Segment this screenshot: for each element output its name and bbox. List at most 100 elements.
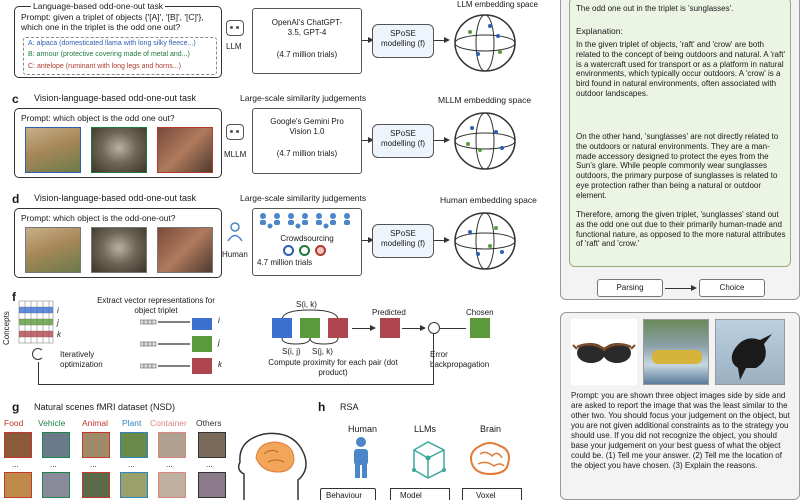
vector-extraction-diagram bbox=[140, 318, 212, 374]
rsa-agent-human: Human bbox=[348, 424, 378, 434]
panel-d-sim-header: Large-scale similarity judgements bbox=[240, 193, 367, 203]
category-others: Others bbox=[196, 418, 222, 428]
grid-ellipsis: ... bbox=[128, 460, 135, 469]
armour-image-2 bbox=[91, 227, 147, 273]
rsa-agent-brain: Brain bbox=[480, 424, 502, 434]
rsa-bracket-voxel bbox=[462, 488, 522, 500]
crowd-choice-dots bbox=[253, 244, 361, 258]
nsd-image bbox=[82, 432, 110, 458]
panel-c-letter: c bbox=[12, 92, 19, 106]
armour-image bbox=[91, 127, 147, 173]
chosen-block bbox=[470, 318, 490, 338]
panel-b-options: A: alpaca (domesticated llama with long … bbox=[23, 37, 217, 75]
parsing-box: Parsing bbox=[597, 279, 663, 297]
human-figure-icon bbox=[354, 437, 368, 478]
predicted-label: Predicted bbox=[372, 308, 406, 317]
category-vehicle: Vehicle bbox=[38, 418, 66, 428]
panel-c-sim-header: Large-scale similarity judgements bbox=[240, 93, 367, 103]
grid-ellipsis: ... bbox=[12, 460, 19, 469]
human-space-label: Human embedding space bbox=[440, 195, 537, 205]
rsa-agent-llms: LLMs bbox=[414, 424, 437, 434]
option-b: B: armour (protective covering made of m… bbox=[28, 51, 190, 59]
arrow-proximity-to-predicted bbox=[352, 324, 376, 331]
llm-network-cube-icon bbox=[412, 441, 446, 479]
matrix-row-j: j bbox=[57, 318, 59, 327]
response-top-line: The odd one out in the triplet is 'sungl… bbox=[576, 4, 734, 13]
arrow-spose-d-to-space bbox=[434, 236, 450, 243]
rsa-label: RSA bbox=[340, 402, 359, 412]
llm-robot-icon bbox=[226, 20, 244, 36]
arrow-llm-to-spose bbox=[362, 36, 374, 43]
rsa-bracket-human bbox=[320, 488, 376, 500]
arrow-crowd-to-spose bbox=[362, 236, 374, 243]
grid-ellipsis: ... bbox=[206, 460, 213, 469]
panel-c-prompt-box: Prompt: which object is the odd one out? bbox=[14, 108, 222, 178]
explanation-para-1: In the given triplet of objects, 'raft' … bbox=[576, 40, 785, 98]
rsa-bottom-voxel: Voxel bbox=[476, 491, 496, 500]
nsd-image bbox=[42, 472, 70, 498]
error-node bbox=[428, 322, 440, 334]
vector-i-label: i bbox=[218, 316, 220, 325]
llm-label: LLM bbox=[226, 42, 242, 51]
arrow-spose-b-to-space bbox=[434, 36, 450, 43]
spose-box-c: SPoSE modelling (f) bbox=[372, 124, 434, 158]
crowd-trials: 4.7 million trials bbox=[257, 258, 313, 267]
sunglasses-image bbox=[571, 319, 637, 385]
mllm-model-name: Google's Gemini Pro Vision 1.0 bbox=[270, 117, 344, 136]
arrow-spose-c-to-space bbox=[434, 136, 450, 143]
prompt-text: Prompt: you are shown three object image… bbox=[571, 391, 790, 470]
arrow-parsing-to-choice bbox=[665, 284, 697, 291]
panel-d-prompt: Prompt: which object is the odd-one-out? bbox=[21, 213, 176, 223]
rsa-bracket-model bbox=[390, 488, 450, 500]
vector-k-label: k bbox=[218, 360, 222, 369]
sij-label: S(i, j) bbox=[282, 347, 301, 356]
brain-icon bbox=[470, 442, 510, 476]
grid-ellipsis: ... bbox=[50, 460, 57, 469]
pairwise-proximity-diagram bbox=[272, 309, 348, 345]
spose-box-b: SPoSE modelling (f) bbox=[372, 24, 434, 58]
nsd-image bbox=[120, 472, 148, 498]
mllm-space-label: MLLM embedding space bbox=[438, 95, 532, 105]
mllm-trials: (4.7 million trials) bbox=[276, 149, 338, 158]
nsd-image bbox=[4, 432, 32, 458]
category-container: Container bbox=[150, 418, 187, 428]
nsd-image bbox=[4, 472, 32, 498]
grid-ellipsis: ... bbox=[90, 460, 97, 469]
human-label: Human bbox=[222, 250, 248, 259]
panel-b-prompt: Prompt: given a triplet of objects {'[A]… bbox=[21, 12, 204, 33]
nsd-image bbox=[82, 472, 110, 498]
nsd-image bbox=[198, 432, 226, 458]
llm-trials: (4.7 million trials) bbox=[276, 50, 338, 59]
concept-matrix bbox=[18, 300, 54, 344]
iterate-label: Iteratively optimization bbox=[60, 350, 103, 369]
chosen-label: Chosen bbox=[466, 308, 494, 317]
option-a: A: alpaca (domesticated llama with long … bbox=[28, 40, 196, 47]
nsd-image bbox=[158, 472, 186, 498]
llm-model-name: OpenAI's ChatGPT-3.5, GPT-4 bbox=[271, 18, 343, 37]
mllm-robot-icon bbox=[226, 124, 244, 140]
sjk-label: S(j, k) bbox=[312, 347, 333, 356]
feedback-line-vertical bbox=[433, 334, 434, 384]
rsa-bottom-behaviour: Behaviour bbox=[326, 491, 363, 500]
panel-b-header: Language-based odd-one-out task bbox=[31, 1, 165, 12]
matrix-row-i: i bbox=[57, 306, 59, 315]
llm-model-box: OpenAI's ChatGPT-3.5, GPT-4 (4.7 million… bbox=[252, 8, 362, 74]
raft-image bbox=[643, 319, 709, 385]
panel-g-header: Natural scenes fMRI dataset (NSD) bbox=[34, 402, 176, 412]
antelope-image bbox=[157, 127, 213, 173]
mllm-label: MLLM bbox=[224, 150, 247, 159]
nsd-image bbox=[120, 432, 148, 458]
crowd-people-icons bbox=[253, 212, 361, 234]
rsa-bottom-model: Model bbox=[400, 491, 422, 500]
predicted-block bbox=[380, 318, 400, 338]
extract-label: Extract vector representations for objec… bbox=[97, 296, 215, 315]
right-prompt-panel: Prompt: you are shown three object image… bbox=[560, 312, 800, 500]
panel-b-prompt-box: Language-based odd-one-out task Prompt: … bbox=[14, 1, 222, 78]
alpaca-image-2 bbox=[25, 227, 81, 273]
line-chosen-to-error bbox=[440, 328, 466, 329]
compute-label: Compute proximity for each pair (dot pro… bbox=[268, 358, 398, 377]
brain-head-icon bbox=[237, 432, 307, 500]
refresh-cycle-icon bbox=[32, 348, 44, 360]
mllm-model-box: Google's Gemini Pro Vision 1.0 (4.7 mill… bbox=[252, 108, 362, 174]
llm-space-label: LLM embedding space bbox=[457, 0, 538, 9]
